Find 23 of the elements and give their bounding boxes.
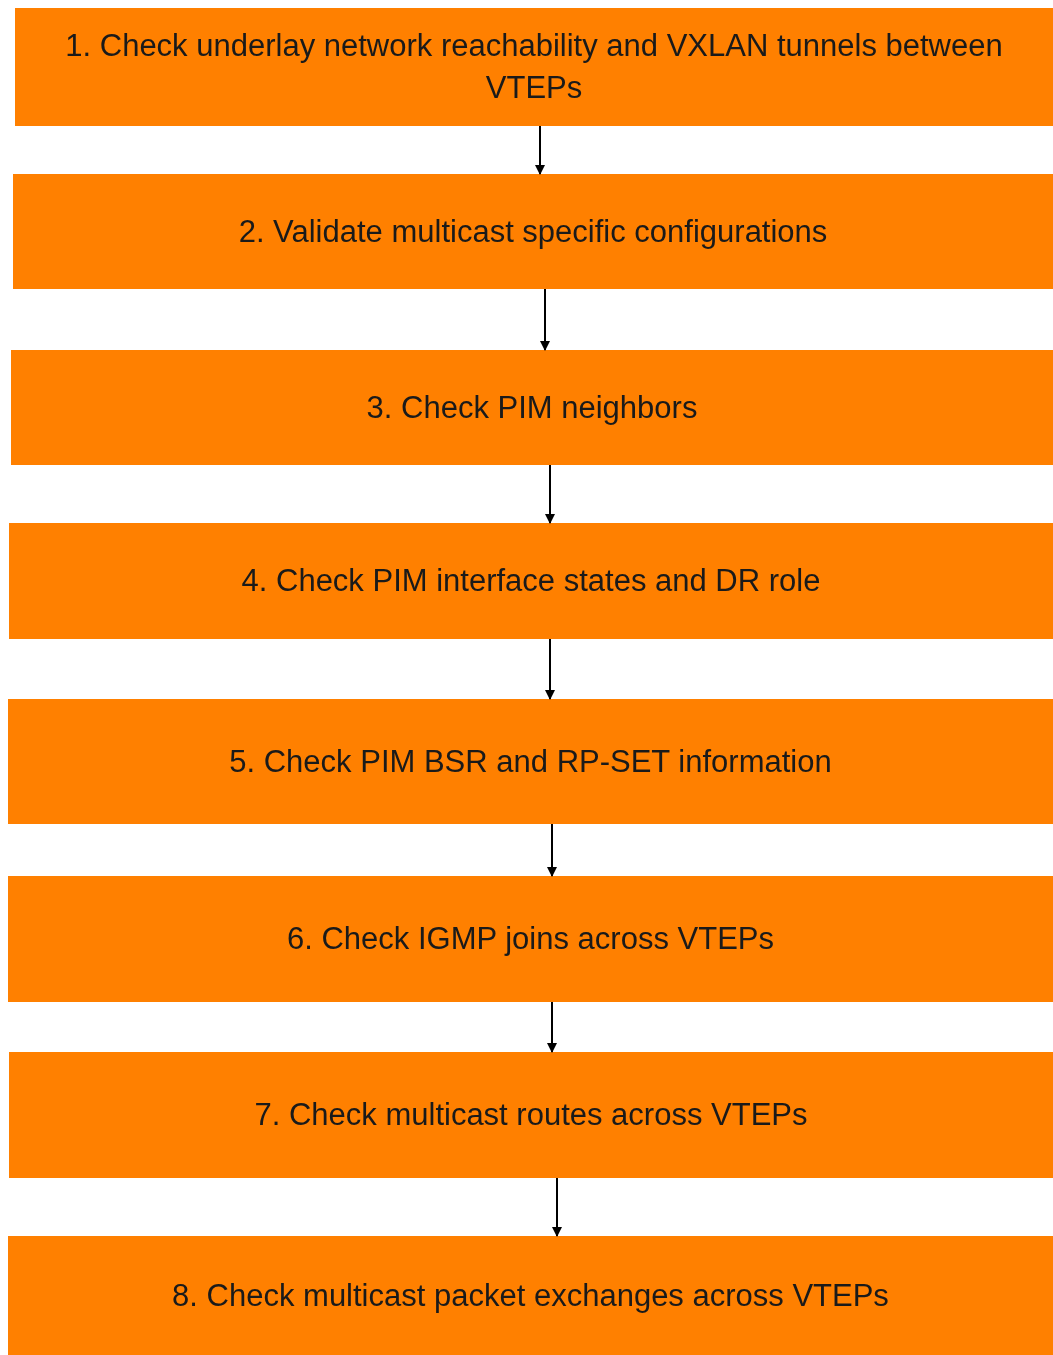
step-text: 5. Check PIM BSR and RP-SET information xyxy=(229,742,832,781)
arrow xyxy=(540,288,550,351)
process-box xyxy=(8,876,1053,1002)
step-text: 4. Check PIM interface states and DR role xyxy=(241,562,821,600)
step-text: 7. Check multicast routes across VTEPs xyxy=(254,1096,808,1134)
process-box xyxy=(11,350,1053,465)
process-box xyxy=(9,523,1053,639)
process-box xyxy=(8,1236,1053,1355)
arrow xyxy=(535,125,545,175)
step-text: 8. Check multicast packet exchanges across VTEPs xyxy=(172,1276,889,1315)
step-text: 2. Validate multicast specific configurations xyxy=(238,212,828,251)
process-box xyxy=(13,174,1053,289)
step-text: 6. Check IGMP joins across VTEPs xyxy=(287,920,774,958)
arrow xyxy=(547,823,557,877)
arrow xyxy=(547,1001,557,1053)
process-box xyxy=(9,1052,1053,1178)
step-text: 1. Check underlay network reachability and VXLAN tunnels between VTEPs xyxy=(64,27,1004,107)
process-box xyxy=(8,699,1053,824)
arrow xyxy=(545,464,555,524)
arrow xyxy=(545,638,555,700)
arrow xyxy=(552,1177,562,1237)
process-box xyxy=(15,8,1053,126)
step-text: 3. Check PIM neighbors xyxy=(366,388,698,427)
